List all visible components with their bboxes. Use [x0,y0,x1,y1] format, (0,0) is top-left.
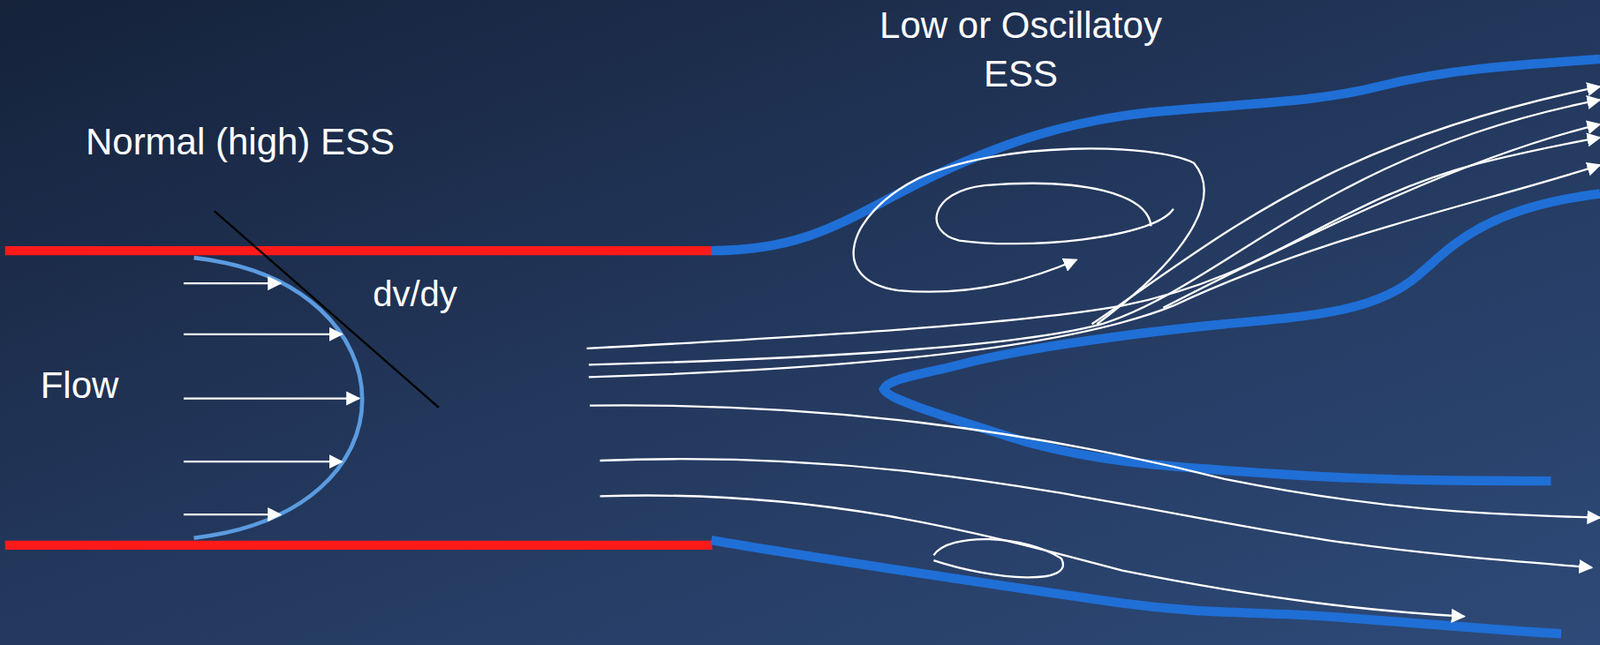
streamline [586,86,1600,618]
vessel-wall [5,246,713,256]
ess-region-label: Normal (high) ESS [37,118,444,167]
vessel-wall [710,59,1600,251]
velocity-arrow [183,283,360,515]
vessel-wall [883,193,1600,482]
ess-region-label: Low or Oscillatoy ESS [861,1,1180,99]
flow-label: Flow [17,362,142,411]
shear-rate-label: dv/dy [344,271,486,317]
vessel-wall [5,541,713,551]
